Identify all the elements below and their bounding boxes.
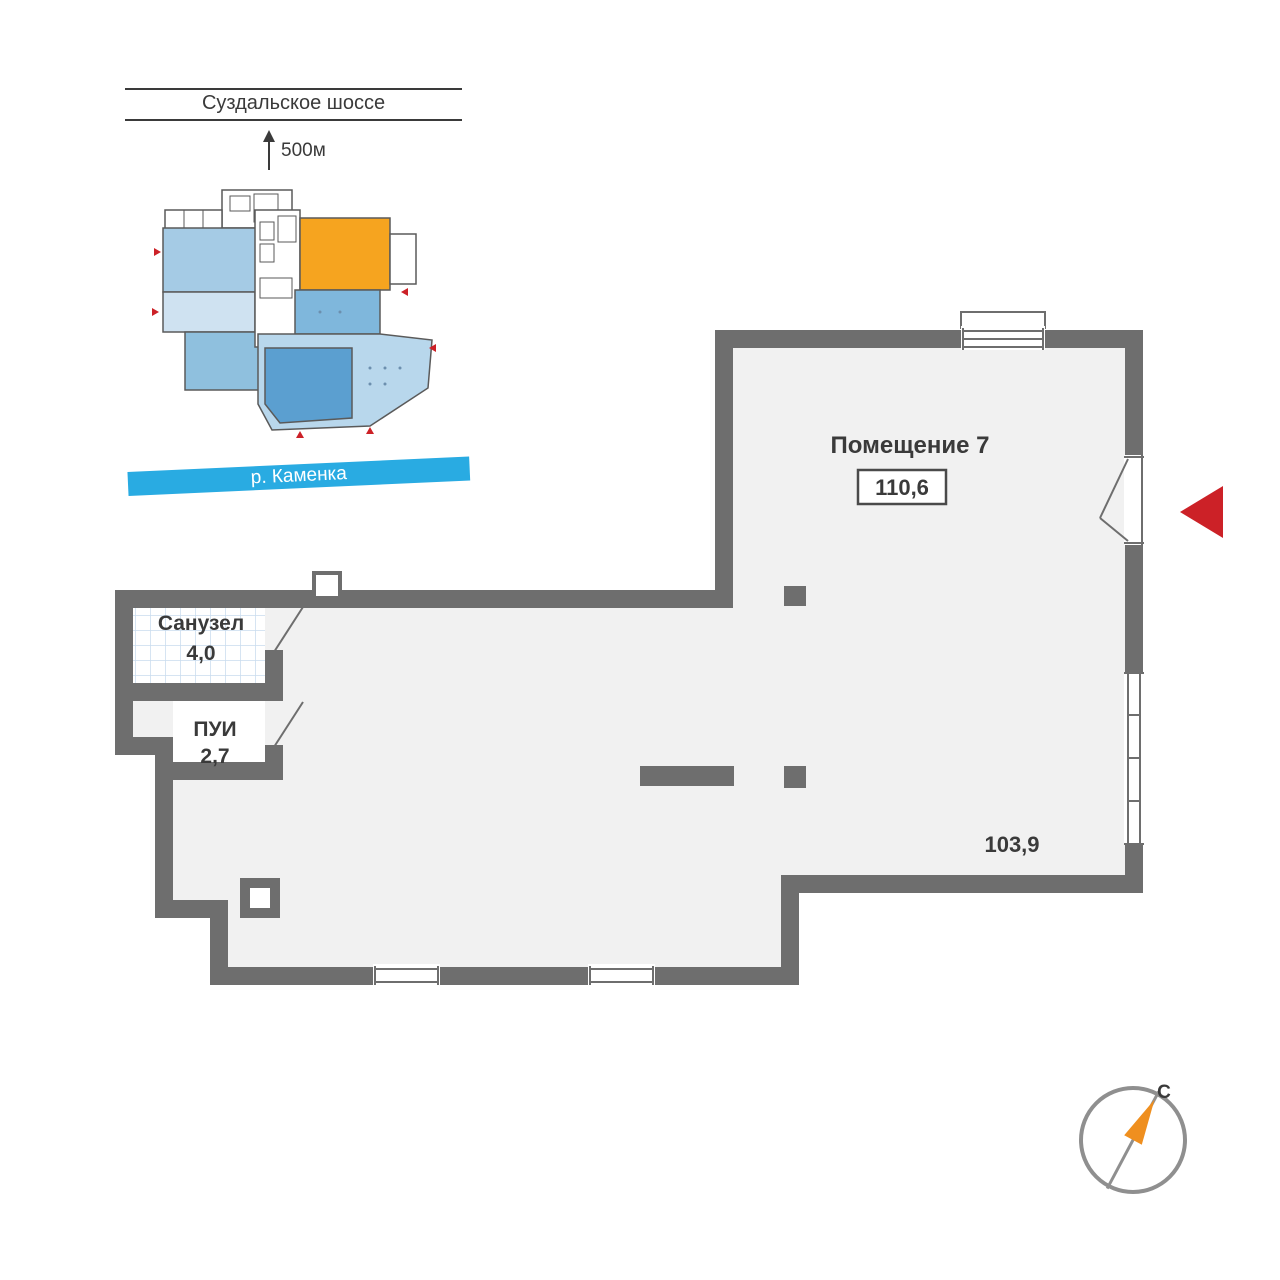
utility-area: 2,7 — [200, 745, 229, 768]
utility-name: ПУИ — [193, 718, 236, 741]
unit-center — [294, 289, 381, 335]
compass-north-label: С — [1157, 1082, 1171, 1103]
road-marker: Суздальское шоссе — [125, 88, 462, 121]
unit-title: Помещение 7 — [831, 432, 990, 459]
building-thumbnail — [152, 189, 436, 438]
road-name: Суздальское шоссе — [201, 92, 386, 114]
window-top — [960, 311, 1046, 350]
entrance-arrow-icon — [1180, 486, 1223, 538]
bathroom-room — [133, 608, 265, 683]
main-area-label: 103,9 — [984, 832, 1039, 857]
compass-icon: С — [1079, 1082, 1187, 1194]
windows — [312, 311, 1144, 986]
scale-indicator: 500м — [262, 130, 326, 172]
shaft-hollow — [250, 888, 270, 908]
entrance-door — [1099, 455, 1144, 545]
interior-walls — [115, 586, 806, 918]
thumbnail-blocks — [162, 189, 433, 431]
window-bottom-1 — [373, 964, 440, 986]
column — [784, 586, 806, 606]
window-bottom-2 — [588, 964, 655, 986]
partition-stub — [640, 766, 734, 786]
scale-distance: 500м — [281, 140, 326, 161]
road-line-bottom — [125, 119, 462, 121]
door-swings — [273, 606, 304, 748]
unit-area-value: 110,6 — [875, 475, 929, 500]
column — [784, 766, 806, 788]
unit-area-badge: 110,6 — [856, 468, 948, 506]
unit-bottom-inner — [264, 347, 353, 424]
wall-notch — [312, 571, 342, 600]
up-arrow-icon — [263, 130, 275, 170]
road-line-top — [125, 88, 462, 90]
compass-needle — [1124, 1099, 1155, 1145]
bathroom-name: Санузел — [158, 612, 244, 635]
utility-room — [173, 701, 265, 762]
unit-lower-left — [184, 331, 261, 391]
detail-dots — [318, 310, 402, 386]
bathroom-area: 4,0 — [186, 642, 215, 665]
window-right — [1124, 672, 1144, 845]
unit-upper-left — [162, 227, 259, 293]
unit-mid-left — [162, 291, 256, 333]
entrance-ticks — [152, 248, 436, 438]
